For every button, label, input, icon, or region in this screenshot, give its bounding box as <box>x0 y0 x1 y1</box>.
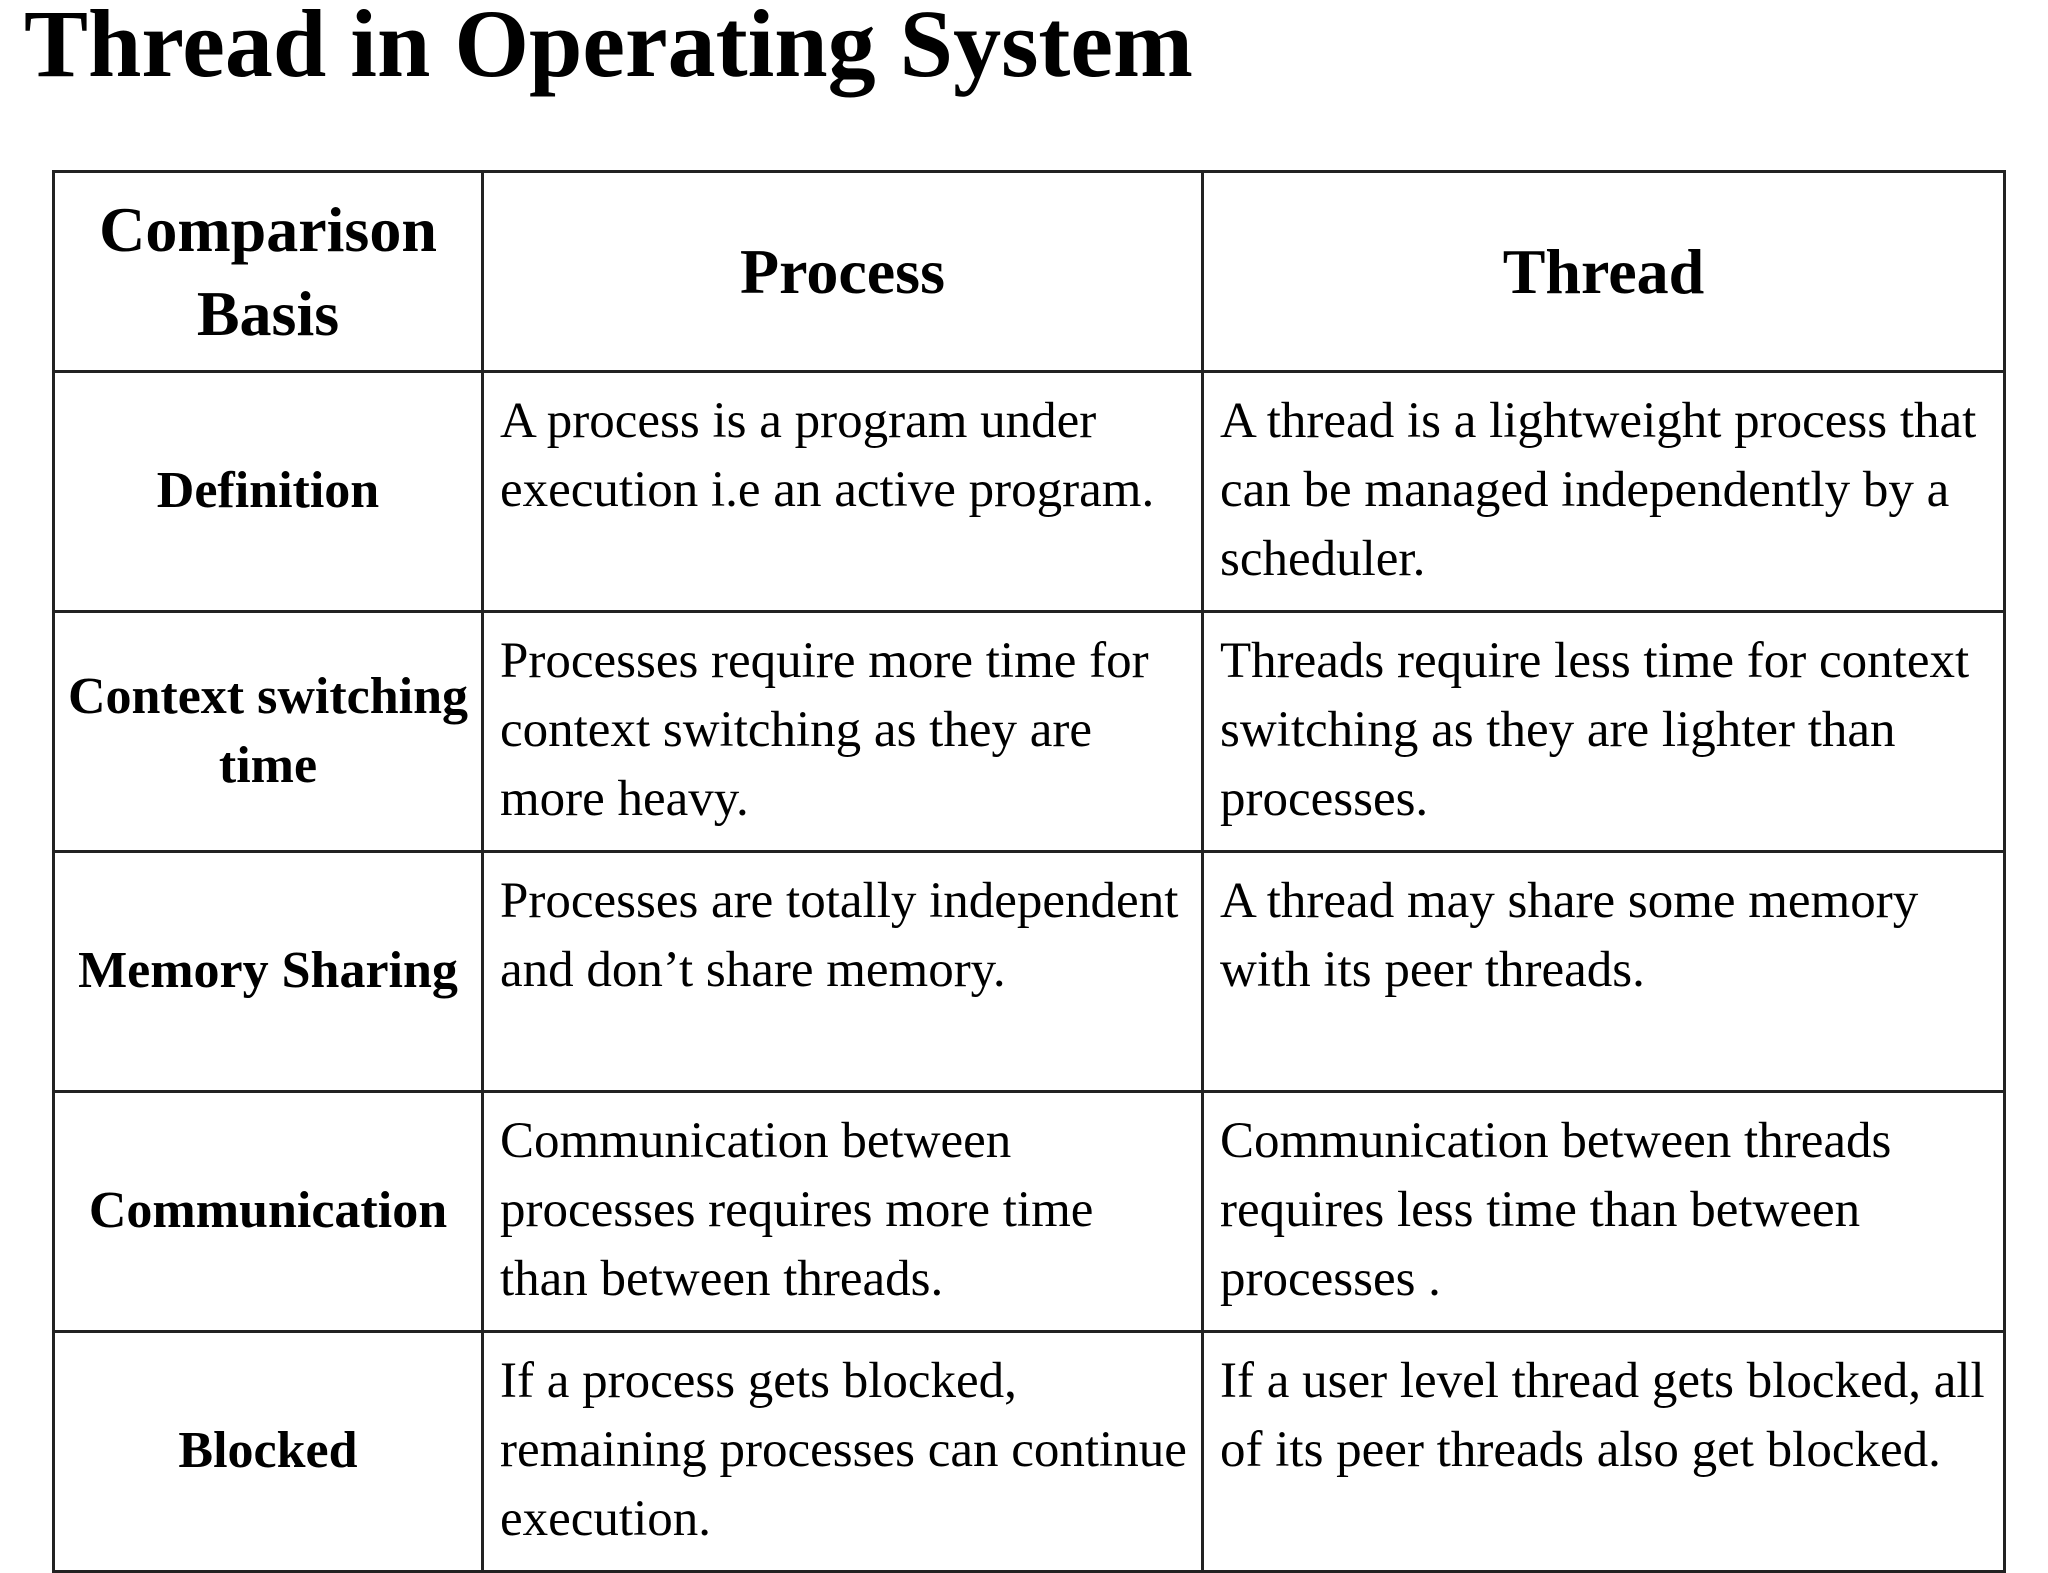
process-cell: If a process gets blocked, remaining pro… <box>481 1330 1204 1573</box>
thread-cell: A thread may share some memory with its … <box>1201 850 2006 1093</box>
table-row-blocked: Blocked If a process gets blocked, remai… <box>52 1330 2006 1573</box>
process-cell: A process is a program under execution i… <box>481 370 1204 613</box>
table-row-memory-sharing: Memory Sharing Processes are totally ind… <box>52 850 2006 1093</box>
basis-cell: Context switching time <box>52 610 484 853</box>
basis-cell: Definition <box>52 370 484 613</box>
process-cell: Processes are totally independent and do… <box>481 850 1204 1093</box>
table-row-definition: Definition A process is a program under … <box>52 370 2006 613</box>
basis-cell: Blocked <box>52 1330 484 1573</box>
thread-cell: If a user level thread gets blocked, all… <box>1201 1330 2006 1573</box>
comparison-table: Comparison Basis Process Thread Definiti… <box>52 170 2006 1573</box>
basis-cell: Communication <box>52 1090 484 1333</box>
table-header-row: Comparison Basis Process Thread <box>52 170 2006 373</box>
table-row-communication: Communication Communication between proc… <box>52 1090 2006 1333</box>
header-comparison-basis: Comparison Basis <box>52 170 484 373</box>
process-cell: Communication between processes requires… <box>481 1090 1204 1333</box>
thread-cell: Threads require less time for context sw… <box>1201 610 2006 853</box>
header-process: Process <box>481 170 1204 373</box>
basis-cell: Memory Sharing <box>52 850 484 1093</box>
header-thread: Thread <box>1201 170 2006 373</box>
thread-cell: Communication between threads requires l… <box>1201 1090 2006 1333</box>
table-row-context-switching: Context switching time Processes require… <box>52 610 2006 853</box>
process-cell: Processes require more time for context … <box>481 610 1204 853</box>
page-title: Thread in Operating System <box>24 0 1193 97</box>
thread-cell: A thread is a lightweight process that c… <box>1201 370 2006 613</box>
